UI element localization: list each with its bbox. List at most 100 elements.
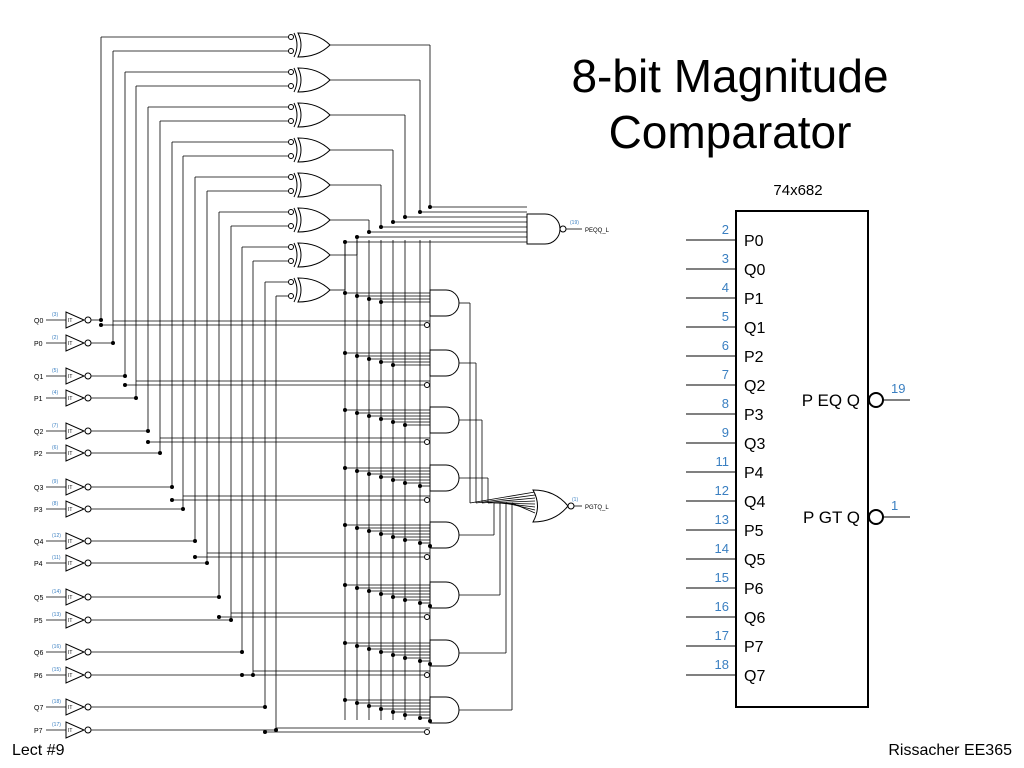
inverter-bubble [288,209,294,215]
inverter-bubble [288,174,294,180]
chip-pin-number-7: 7 [722,367,729,382]
chip-pin-number-4: 4 [722,280,729,295]
chip-pin-label-p3: P3 [744,407,764,424]
junction-dot [146,440,150,444]
chip-pin-number-17: 17 [715,628,729,643]
chip-pin-number-18: 18 [715,657,729,672]
chip-pin-number-9: 9 [722,425,729,440]
junction-dot [99,323,103,327]
xor-back-curve [293,242,298,268]
buffer-label: IT [68,539,72,545]
input-pin-p4: (11) [52,555,61,561]
chip-body [735,210,869,708]
buffer-gate [65,444,86,462]
buffer-inverter-bubble [84,648,92,656]
junction-dot [217,615,221,619]
xor-gate [297,67,331,93]
and-gate [429,464,460,492]
chip-pin-number-8: 8 [722,396,729,411]
buffer-gate [65,588,86,606]
footer-lecture: Lect #9 [12,742,65,759]
and-gate [429,349,460,377]
input-label-q0: Q0 [34,318,43,325]
inverter-bubble [288,83,294,89]
buffer-label: IT [68,451,72,457]
chip-pin-number-3: 3 [722,251,729,266]
peq-nand-gate [526,213,561,245]
junction-dot [428,719,432,723]
buffer-gate [65,666,86,684]
input-label-q3: Q3 [34,485,43,492]
input-pin-p3: (8) [52,501,58,507]
input-pin-p7: (17) [52,722,61,728]
junction-dot [379,225,383,229]
input-pin-q0: (3) [52,312,58,318]
buffer-inverter-bubble [84,703,92,711]
junction-dot [240,673,244,677]
nor-input-wire [481,497,536,504]
input-label-p1: P1 [34,396,43,403]
input-label-p5: P5 [34,618,43,625]
buffer-label: IT [68,485,72,491]
buffer-inverter-bubble [84,372,92,380]
and-inverted-input [424,439,430,445]
input-label-q1: Q1 [34,374,43,381]
buffer-inverter-bubble [84,394,92,402]
chip-pin-number-11: 11 [716,454,730,469]
xor-gate [297,137,331,163]
and-inverted-input [424,322,430,328]
pgt-output-label: PGTQ_L [585,505,609,511]
junction-dot [391,220,395,224]
buffer-gate [65,698,86,716]
buffer-inverter-bubble [84,671,92,679]
nor-input-wire [469,491,536,504]
buffer-gate [65,478,86,496]
and-inverted-input [424,554,430,560]
buffer-inverter-bubble [84,449,92,457]
chip-pin-number-16: 16 [715,599,729,614]
inverter-bubble [288,48,294,54]
buffer-gate [65,532,86,550]
buffer-label: IT [68,429,72,435]
xor-back-curve [293,67,298,93]
junction-dot [263,730,267,734]
junction-dot [418,210,422,214]
buffer-gate [65,334,86,352]
xor-gate [297,32,331,58]
input-pin-q5: (14) [52,589,61,595]
inverter-bubble [288,153,294,159]
chip-output-label-1: P GT Q [803,508,860,527]
input-pin-q4: (12) [52,533,61,539]
buffer-label: IT [68,318,72,324]
chip-pin-number-5: 5 [722,309,729,324]
and-inverted-input [424,729,430,735]
and-gate [429,581,460,609]
buffer-label: IT [68,374,72,380]
and-gate [429,521,460,549]
chip-pin-label-q7: Q7 [744,668,765,685]
xor-back-curve [293,32,298,58]
pgt-output-pin: (1) [572,497,578,503]
buffer-label: IT [68,507,72,513]
junction-dot [355,235,359,239]
junction-dot [367,230,371,234]
chip-pin-label-p6: P6 [744,581,764,598]
junction-dot [193,555,197,559]
xor-gate [297,102,331,128]
buffer-inverter-bubble [84,559,92,567]
chip-part-number: 74x682 [773,182,822,199]
and-inverted-input [424,497,430,503]
chip-pin-label-q0: Q0 [744,262,765,279]
junction-dot [428,205,432,209]
and-gate [429,289,460,317]
xor-back-curve [293,207,298,233]
buffer-inverter-bubble [84,616,92,624]
chip-pin-label-q1: Q1 [744,320,765,337]
input-pin-p2: (6) [52,445,58,451]
buffer-inverter-bubble [84,726,92,734]
chip-pin-label-p5: P5 [744,523,764,540]
xor-gate [297,242,331,268]
and-gate [429,406,460,434]
footer-author: Rissacher EE365 [888,742,1012,759]
chip-pin-number-13: 13 [715,512,729,527]
